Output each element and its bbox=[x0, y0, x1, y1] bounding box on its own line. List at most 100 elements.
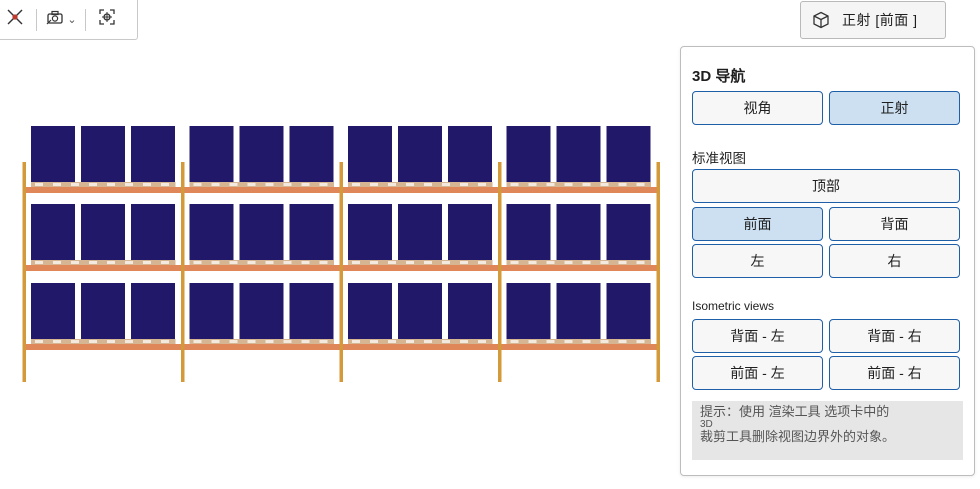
pallet-slot bbox=[636, 183, 645, 186]
pallet-slot bbox=[352, 183, 360, 186]
pallet-slot bbox=[564, 340, 573, 343]
view-front-button[interactable]: 前面 bbox=[692, 207, 823, 241]
pallet-slot bbox=[510, 340, 519, 343]
camera-icon bbox=[45, 7, 65, 32]
3d-viewport[interactable] bbox=[0, 120, 670, 390]
pallet-slot bbox=[528, 183, 537, 186]
pallet-slot bbox=[247, 183, 256, 186]
pallet-slot bbox=[352, 261, 360, 264]
isometric-views-label: Isometric views bbox=[692, 299, 775, 313]
storage-box bbox=[348, 204, 392, 260]
rack-upright bbox=[181, 162, 185, 382]
storage-box bbox=[131, 204, 175, 260]
pallet-slot bbox=[35, 183, 43, 186]
pallet-slot bbox=[319, 340, 328, 343]
pallet bbox=[189, 260, 334, 265]
pallet-slot bbox=[89, 340, 97, 343]
pallet-slot bbox=[478, 340, 486, 343]
pallet-slot bbox=[107, 340, 115, 343]
pallet-slot bbox=[319, 183, 328, 186]
pallet-slot bbox=[301, 183, 310, 186]
projection-button[interactable]: 正射 [前面 ] bbox=[800, 1, 946, 39]
pallet-slot bbox=[424, 183, 432, 186]
view-left-button[interactable]: 左 bbox=[692, 244, 823, 278]
perspective-button[interactable]: 视角 bbox=[692, 91, 823, 125]
view-top-button[interactable]: 顶部 bbox=[692, 169, 960, 203]
pallet-slot bbox=[582, 261, 591, 264]
pallet-slot bbox=[388, 183, 396, 186]
rack-upright bbox=[498, 162, 502, 382]
pallet-slot bbox=[107, 261, 115, 264]
pallet-slot bbox=[125, 261, 133, 264]
pallet-slot bbox=[370, 183, 378, 186]
storage-box bbox=[506, 204, 551, 260]
axes-toggle-button[interactable] bbox=[0, 5, 32, 35]
storage-box bbox=[506, 126, 551, 182]
pallet-slot bbox=[211, 183, 220, 186]
pallet-slot bbox=[478, 183, 486, 186]
storage-box bbox=[556, 126, 601, 182]
hint-line-3: 裁剪工具删除视图边界外的对象。 bbox=[700, 429, 896, 444]
axes-off-icon bbox=[5, 7, 25, 32]
storage-box bbox=[448, 204, 492, 260]
pallet-slot bbox=[193, 261, 202, 264]
iso-back-right-button[interactable]: 背面 - 右 bbox=[829, 319, 960, 353]
rack-upright bbox=[22, 162, 26, 382]
storage-box bbox=[239, 283, 284, 339]
pallet-slot bbox=[161, 183, 169, 186]
pallet-slot bbox=[283, 261, 292, 264]
storage-box bbox=[131, 283, 175, 339]
pallet-slot bbox=[161, 340, 169, 343]
pallet bbox=[189, 182, 334, 187]
storage-box bbox=[239, 126, 284, 182]
pallet bbox=[31, 260, 176, 265]
pallet-slot bbox=[53, 183, 61, 186]
pallet-slot bbox=[546, 340, 555, 343]
pallet-slot bbox=[89, 183, 97, 186]
storage-box bbox=[606, 204, 651, 260]
pallet-slot bbox=[193, 340, 202, 343]
pallet-slot bbox=[406, 183, 414, 186]
iso-back-left-button[interactable]: 背面 - 左 bbox=[692, 319, 823, 353]
storage-box bbox=[606, 126, 651, 182]
pallet-slot bbox=[89, 261, 97, 264]
iso-front-right-button[interactable]: 前面 - 右 bbox=[829, 356, 960, 390]
pallet-slot bbox=[352, 340, 360, 343]
pallet-slot bbox=[510, 183, 519, 186]
storage-box bbox=[31, 283, 75, 339]
storage-box bbox=[348, 126, 392, 182]
pallet-slot bbox=[600, 340, 609, 343]
storage-box bbox=[289, 283, 334, 339]
pallet-slot bbox=[193, 183, 202, 186]
storage-box bbox=[398, 126, 442, 182]
pallet-slot bbox=[442, 261, 450, 264]
camera-menu-button[interactable]: ⌄ bbox=[41, 5, 81, 35]
pallet-slot bbox=[636, 340, 645, 343]
pallet bbox=[189, 339, 334, 344]
pallet-slot bbox=[143, 340, 151, 343]
pallet-slot bbox=[143, 261, 151, 264]
view-back-button[interactable]: 背面 bbox=[829, 207, 960, 241]
storage-box bbox=[556, 283, 601, 339]
pallet-slot bbox=[406, 340, 414, 343]
pallet-slot bbox=[582, 183, 591, 186]
pallet bbox=[506, 260, 651, 265]
storage-box bbox=[606, 283, 651, 339]
pallet-slot bbox=[388, 261, 396, 264]
zoom-to-fit-button[interactable] bbox=[90, 5, 124, 35]
toolbar-separator bbox=[85, 8, 86, 31]
rack-upright bbox=[656, 162, 660, 382]
orthographic-button[interactable]: 正射 bbox=[829, 91, 960, 125]
iso-front-left-button[interactable]: 前面 - 左 bbox=[692, 356, 823, 390]
pallet-slot bbox=[211, 340, 220, 343]
storage-box bbox=[398, 283, 442, 339]
view-right-button[interactable]: 右 bbox=[829, 244, 960, 278]
pallet-slot bbox=[442, 183, 450, 186]
pallet-slot bbox=[319, 261, 328, 264]
pallet-slot bbox=[636, 261, 645, 264]
pallet-slot bbox=[211, 261, 220, 264]
pallet-slot bbox=[161, 261, 169, 264]
pallet-slot bbox=[600, 261, 609, 264]
pallet-slot bbox=[618, 183, 627, 186]
pallet-slot bbox=[370, 261, 378, 264]
